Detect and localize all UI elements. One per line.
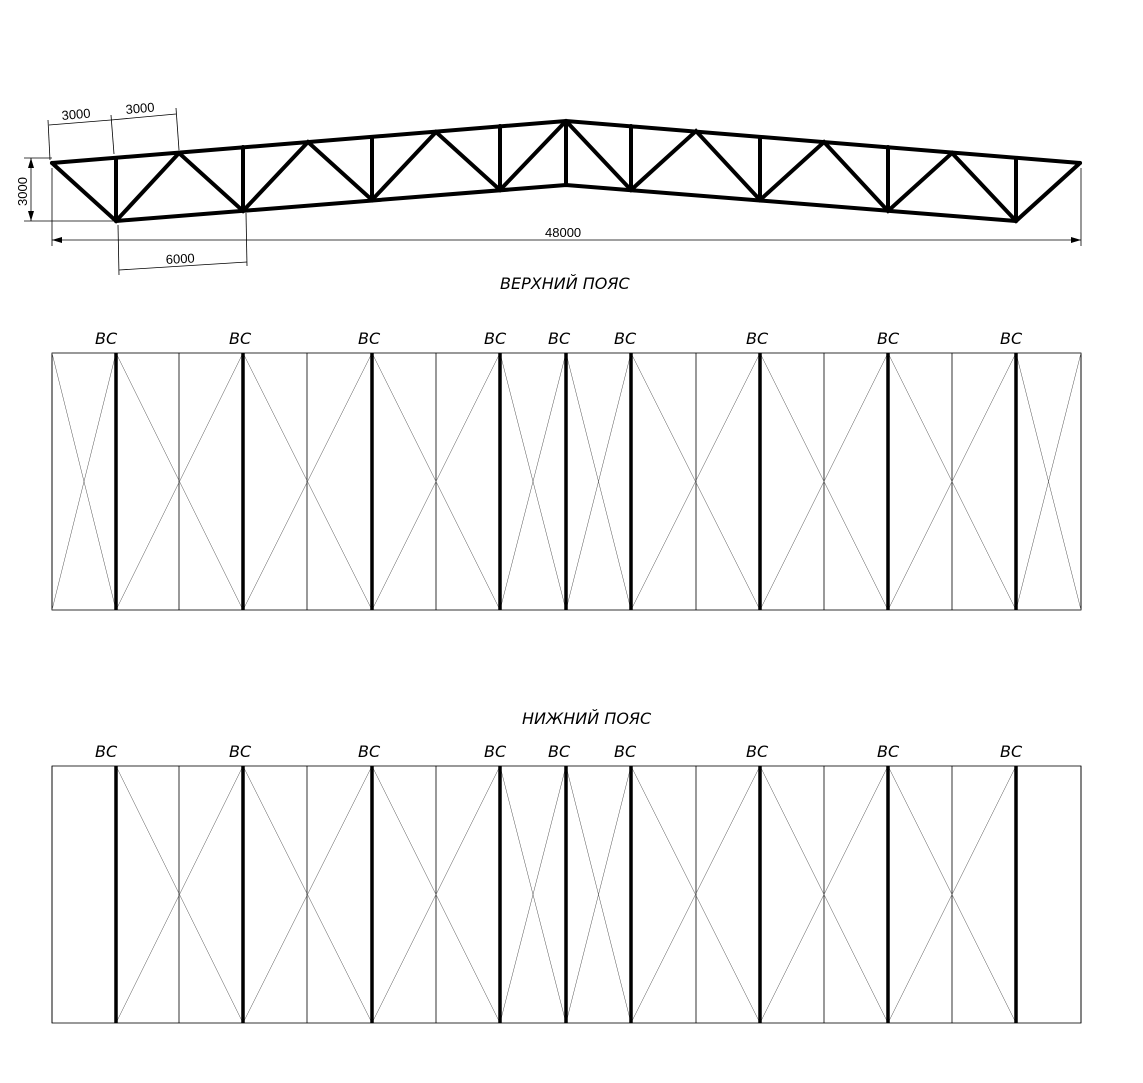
- truss-dimensions: [24, 107, 1082, 276]
- dimension-arrows: [28, 158, 1081, 243]
- bottom-chord-plan: ВС ВС ВС ВС ВС ВС ВС ВС ВС: [51, 742, 1082, 1024]
- cross-brace: [630, 765, 761, 1024]
- cross-brace: [759, 765, 889, 1024]
- vs-label: ВС: [746, 329, 769, 348]
- dim-panel-top-2: 3000: [125, 100, 155, 117]
- vs-label: ВС: [1000, 329, 1023, 348]
- bottom-chord-title: НИЖНИЙ ПОЯС: [522, 709, 652, 728]
- cross-brace: [630, 352, 761, 611]
- top-chord-plan: ВС ВС ВС ВС ВС ВС ВС ВС ВС: [51, 329, 1082, 611]
- vs-label: ВС: [484, 742, 507, 761]
- truss-diagonals-right: [564, 119, 1082, 224]
- cross-brace: [499, 765, 567, 1024]
- dim-span: 48000: [545, 225, 581, 240]
- dim-panel-bottom: 6000: [165, 251, 195, 267]
- vs-label: ВС: [746, 742, 769, 761]
- vs-label: ВС: [877, 329, 900, 348]
- cross-brace: [115, 765, 244, 1024]
- cross-brace: [499, 352, 567, 611]
- vs-label: ВС: [358, 329, 381, 348]
- cross-brace: [565, 765, 632, 1024]
- truss-diagonals-left: [50, 119, 568, 224]
- vs-label: ВС: [358, 742, 381, 761]
- cross-brace: [887, 765, 1017, 1024]
- cross-brace: [759, 352, 889, 611]
- cross-brace: [887, 352, 1017, 611]
- vs-label: ВС: [614, 742, 637, 761]
- cross-brace: [371, 352, 501, 611]
- cross-brace: [242, 765, 373, 1024]
- vs-label: ВС: [229, 329, 252, 348]
- vs-label: ВС: [1000, 742, 1023, 761]
- cross-brace: [51, 352, 117, 611]
- vs-label: ВС: [229, 742, 252, 761]
- dim-height: 3000: [15, 177, 30, 206]
- vs-label: ВС: [548, 329, 571, 348]
- vs-label: ВС: [95, 742, 118, 761]
- vs-label: ВС: [484, 329, 507, 348]
- vs-label: ВС: [95, 329, 118, 348]
- cross-brace: [565, 352, 632, 611]
- cross-brace: [371, 765, 501, 1024]
- cross-brace: [242, 352, 373, 611]
- cross-brace: [115, 352, 244, 611]
- truss-elevation: [50, 118, 1082, 224]
- vs-label: ВС: [548, 742, 571, 761]
- top-chord-title: ВЕРХНИЙ ПОЯС: [500, 274, 630, 293]
- cross-brace: [1015, 352, 1082, 611]
- dim-panel-top-1: 3000: [61, 106, 91, 123]
- vs-label: ВС: [877, 742, 900, 761]
- vs-label: ВС: [614, 329, 637, 348]
